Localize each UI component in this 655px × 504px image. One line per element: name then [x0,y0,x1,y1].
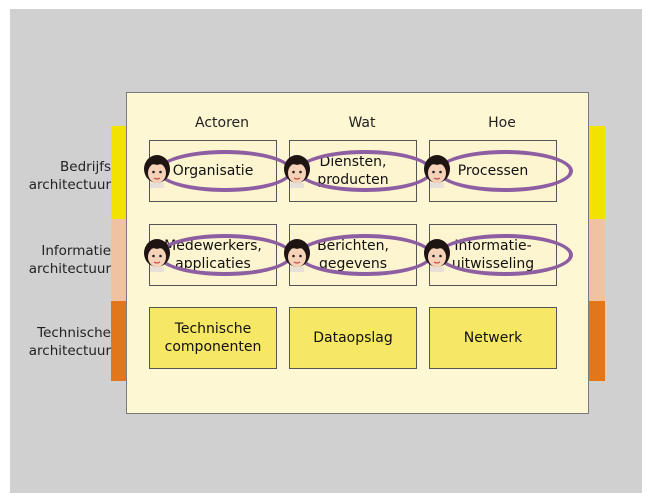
person-face-icon [423,238,451,272]
column-header-wat: Wat [348,115,376,131]
row-band-technische-right [589,301,605,381]
matrix-cell: Technische componenten [149,307,277,369]
person-face-icon [283,238,311,272]
row-band-technische-left [111,301,127,381]
row-band-informatie-left [111,219,127,301]
person-face-icon [423,154,451,188]
matrix-cell-wrapper: Technische componenten [141,303,303,373]
column-header-actoren: Actoren [194,115,250,131]
matrix-cell-wrapper: Dataopslag [281,303,443,373]
row-label-bedrijfs: Bedrijfs architectuur [28,159,111,193]
row-band-informatie-right [589,219,605,301]
person-face-icon [143,238,171,272]
row-label-technische: Technische architectuur [28,325,111,359]
column-header-hoe: Hoe [488,115,516,131]
matrix-cell-wrapper: Medewerkers, applicaties [141,220,303,290]
row-band-bedrijfs-right [589,126,605,219]
matrix-cell-wrapper: Informatie- uitwisseling [421,220,583,290]
person-face-icon [283,154,311,188]
matrix-cell-wrapper: Diensten, producten [281,136,443,206]
row-band-bedrijfs-left [111,126,127,219]
matrix-cell-wrapper: Netwerk [421,303,583,373]
matrix-cell-wrapper: Berichten, gegevens [281,220,443,290]
person-face-icon [143,154,171,188]
row-label-informatie: Informatie architectuur [28,243,111,277]
matrix-cell-wrapper: Processen [421,136,583,206]
matrix-cell: Netwerk [429,307,557,369]
matrix-cell-wrapper: Organisatie [141,136,303,206]
matrix-cell: Dataopslag [289,307,417,369]
